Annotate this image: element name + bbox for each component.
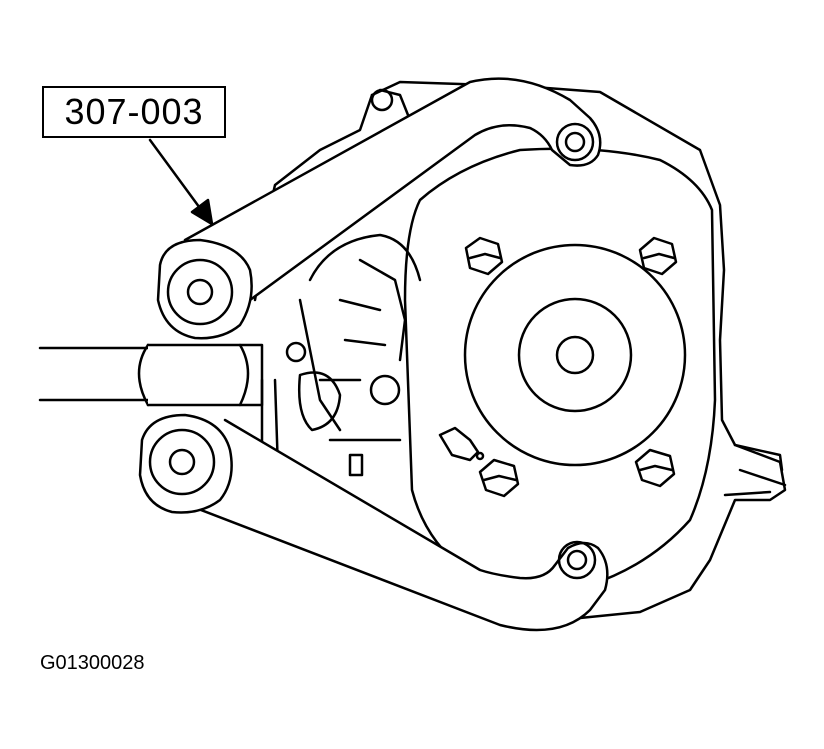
flange-plate <box>403 147 717 588</box>
flange-bolts <box>438 236 678 498</box>
puller-arm-lower <box>173 418 609 632</box>
housing-details <box>260 233 422 477</box>
figure-id: G01300028 <box>40 652 145 674</box>
forcing-screw <box>38 343 264 407</box>
roller-upper <box>156 238 253 340</box>
callout-leader <box>148 138 214 226</box>
callout-box: 307-003 <box>42 86 226 138</box>
flange-hub <box>463 243 687 467</box>
tool-number-label: 307-003 <box>64 91 204 132</box>
puller-arm-upper <box>183 77 602 302</box>
roller-lower <box>138 413 233 514</box>
